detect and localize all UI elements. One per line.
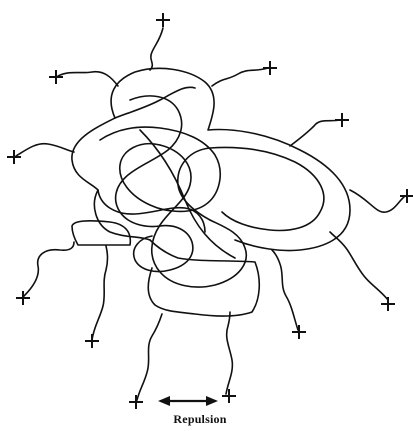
plus-sign xyxy=(156,13,170,27)
plus-sign xyxy=(49,70,63,84)
plus-sign xyxy=(222,389,236,403)
repulsion-arrowhead-right xyxy=(206,396,218,406)
plus-sign xyxy=(381,297,395,311)
coil-strand-inner-loop-a xyxy=(100,127,220,211)
repulsion-arrowhead-left xyxy=(158,396,170,406)
plus-sign xyxy=(85,334,99,348)
side-chain-upper-right xyxy=(290,120,340,146)
plus-sign xyxy=(292,325,306,339)
side-chain-top-left xyxy=(58,72,118,86)
polymer-coil xyxy=(72,68,350,316)
coil-strand-inner-loop-e xyxy=(134,226,193,272)
side-chain-top-right xyxy=(212,68,268,86)
side-chain-left-lower xyxy=(24,242,74,296)
side-chain-right-lower xyxy=(330,232,388,300)
repulsion-label: Repulsion xyxy=(145,412,255,427)
side-chains xyxy=(16,28,405,400)
side-chain-lower-left xyxy=(92,246,108,340)
side-chain-bottom-right xyxy=(226,312,232,394)
plus-sign xyxy=(263,61,277,75)
coil-strand-lower xyxy=(148,240,259,316)
plus-sign xyxy=(400,189,413,203)
side-chain-top xyxy=(150,28,163,70)
plus-sign xyxy=(335,113,349,127)
side-chain-bottom-left xyxy=(137,314,162,400)
repulsion-arrow xyxy=(158,396,218,406)
side-chain-lower-right xyxy=(272,250,298,330)
coil-strand-upper-inner xyxy=(115,87,195,118)
coil-strand-center-cross xyxy=(140,130,235,258)
plus-sign xyxy=(7,150,21,164)
coil-strand-inner-loop-c xyxy=(178,148,324,231)
coil-strand-inner-loop-d xyxy=(116,96,182,227)
side-chain-left xyxy=(16,144,74,156)
plus-sign xyxy=(16,291,30,305)
plus-sign xyxy=(129,395,143,409)
side-chain-far-right xyxy=(350,190,405,212)
